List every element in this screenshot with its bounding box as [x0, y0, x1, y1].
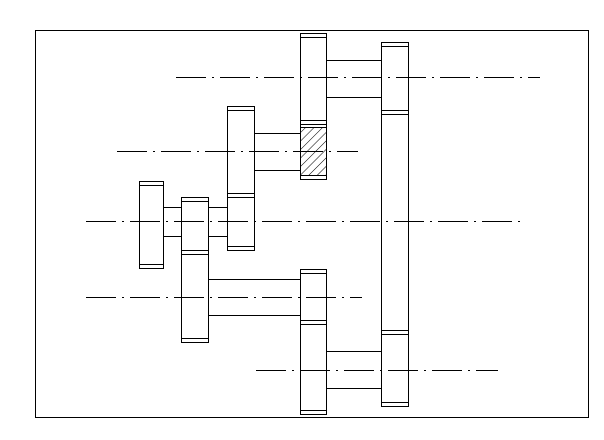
gear-g — [381, 42, 409, 407]
gear-e — [300, 269, 327, 415]
gear-c — [227, 106, 255, 251]
gear-a — [139, 181, 164, 269]
drawing-frame — [35, 30, 589, 418]
hub-f-g — [326, 60, 382, 98]
gear-b — [181, 197, 209, 343]
